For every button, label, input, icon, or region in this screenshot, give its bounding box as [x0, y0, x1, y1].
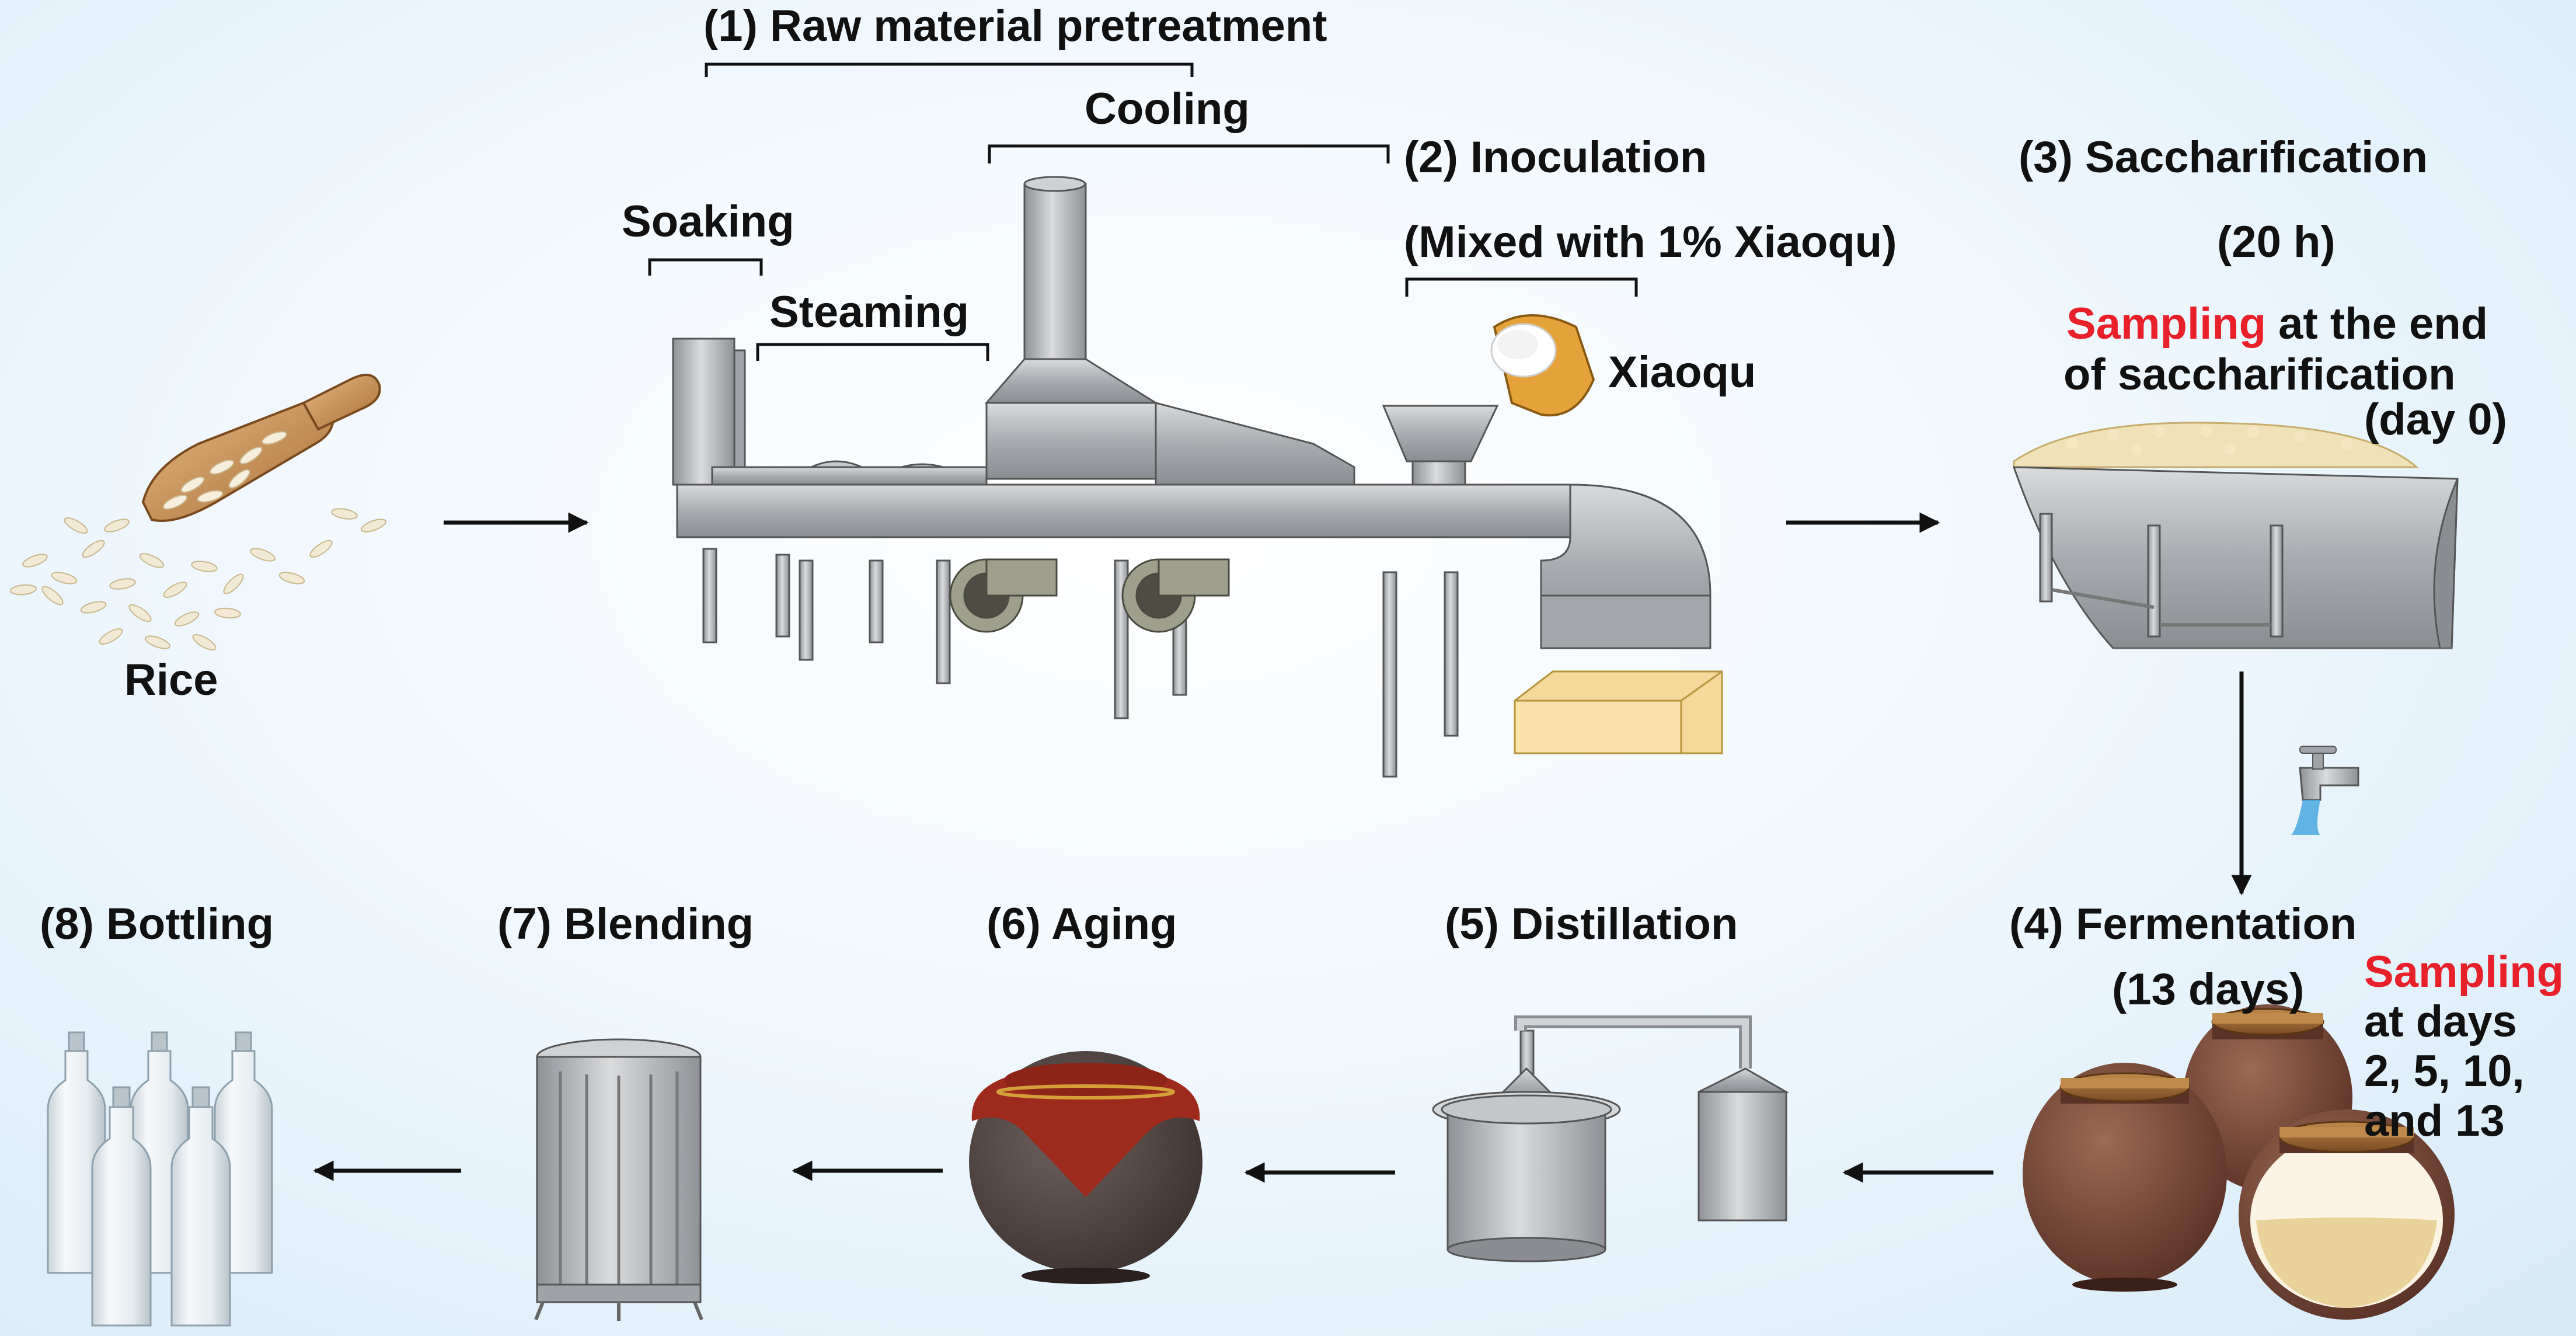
sampling-fermentation-line4: and 13 — [2364, 1096, 2505, 1146]
distillation-apparatus-icon — [1432, 1015, 1790, 1262]
bracket-steaming — [756, 343, 989, 361]
rice-label: Rice — [124, 655, 218, 705]
sampling-keyword: Sampling — [2066, 299, 2267, 349]
step-distillation-label: (5) Distillation — [1445, 899, 1738, 949]
processing-machine-icon — [672, 176, 1723, 778]
sampling-fermentation-line3: 2, 5, 10, — [2364, 1046, 2525, 1096]
fermentation-time-label: (13 days) — [2112, 965, 2305, 1014]
bracket-cooling — [988, 144, 1390, 163]
sampling-fermentation-keyword: Sampling — [2364, 947, 2564, 997]
step-inoculation-label: (2) Inoculation — [1404, 133, 1707, 182]
sampling-saccharification-line2: of saccharification — [2063, 350, 2456, 399]
step-cooling-label: Cooling — [1085, 84, 1250, 134]
aging-jar-icon — [969, 1051, 1202, 1284]
step-saccharification-label: (3) Saccharification — [2019, 133, 2428, 182]
bottles-icon — [47, 1031, 273, 1327]
sampling-saccharification-line1: Sampling at the end — [2066, 299, 2488, 349]
step-steaming-label: Steaming — [769, 287, 970, 337]
faucet-icon — [2291, 746, 2359, 835]
step-soaking-label: Soaking — [622, 197, 794, 246]
fermentation-jars-icon — [2023, 1004, 2455, 1320]
blending-tank-icon — [534, 1038, 703, 1321]
step-raw-material-label: (1) Raw material pretreatment — [703, 1, 1327, 51]
xiaoqu-label: Xiaoqu — [1608, 347, 1756, 397]
inoculation-note-label: (Mixed with 1% Xiaoqu) — [1404, 217, 1897, 267]
step-bottling-label: (8) Bottling — [40, 899, 274, 949]
step-aging-label: (6) Aging — [987, 899, 1177, 949]
saccharification-trough-icon — [2012, 422, 2459, 649]
step-fermentation-label: (4) Fermentation — [2009, 899, 2357, 949]
xiaoqu-bag-icon — [1490, 314, 1595, 417]
sampling-fermentation-line2: at days — [2364, 997, 2517, 1046]
rice-icon — [10, 374, 386, 650]
bracket-soaking — [648, 258, 763, 276]
step-blending-label: (7) Blending — [497, 899, 754, 949]
bracket-inoculation — [1405, 277, 1638, 297]
bracket-raw-material — [705, 62, 1194, 77]
sampling-saccharification-line3: (day 0) — [2364, 395, 2507, 444]
saccharification-time-label: (20 h) — [2217, 217, 2336, 267]
